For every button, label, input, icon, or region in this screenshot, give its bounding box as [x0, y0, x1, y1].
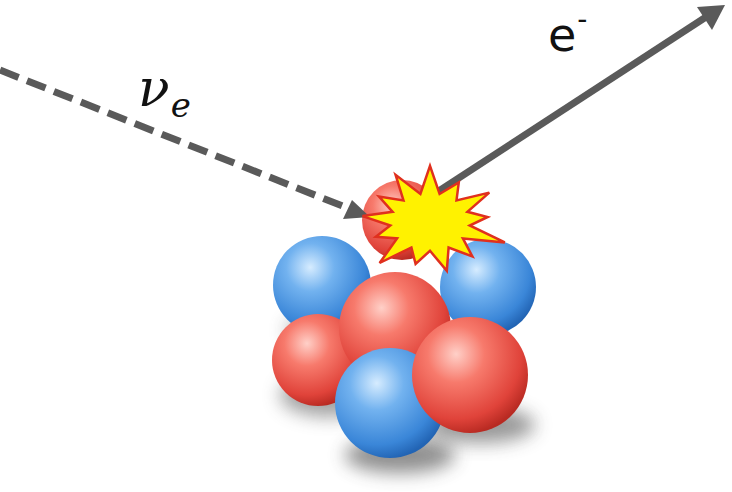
neutrino-symbol: ν — [138, 62, 170, 114]
proton-sphere — [412, 317, 528, 433]
electron-track — [425, 5, 725, 200]
interaction-burst — [363, 166, 505, 271]
electron-symbol: e — [548, 12, 576, 58]
neutrino-flavour-subscript: e — [171, 88, 191, 122]
electron-charge-superscript: - — [577, 6, 587, 34]
neutrino-track — [0, 70, 370, 219]
